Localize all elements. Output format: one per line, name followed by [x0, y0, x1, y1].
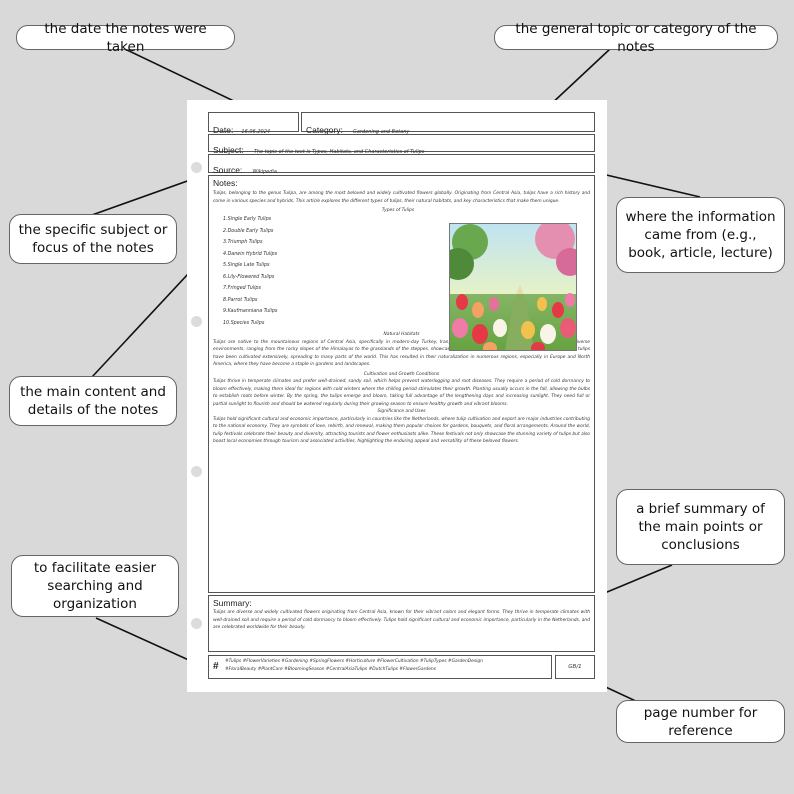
source-label: Source: — [213, 165, 243, 175]
notes-label: Notes: — [213, 178, 238, 188]
binder-hole — [191, 618, 202, 629]
cultivation-heading: Cultivation and Growth Conditions — [363, 371, 440, 377]
subject-box: Subject: The topic of the text is Types,… — [208, 134, 595, 155]
habitats-text: Tulips are native to the mountainous reg… — [213, 339, 590, 368]
summary-text: Tulips are diverse and widely cultivated… — [213, 610, 590, 630]
list-item: 5.Single Late Tulips — [223, 263, 270, 268]
callout-summary: a brief summary of the main points or co… — [616, 489, 785, 565]
tags-box: # #Tulips #FlowerVarieties #Gardening #S… — [208, 655, 552, 679]
callout-date: the date the notes were taken — [16, 21, 235, 55]
source-value: Wikipedia — [252, 169, 277, 175]
subject-label: Subject: — [213, 145, 244, 155]
list-item: 7.Fringed Tulips — [223, 286, 261, 291]
significance-heading: Significance and Uses — [377, 409, 426, 414]
date-label: Date: — [213, 125, 234, 135]
callout-source-text: where the information came from (e.g., b… — [625, 209, 776, 261]
callout-category-text: the general topic or category of the not… — [515, 20, 757, 55]
list-item: 3.Triumph Tulips — [223, 240, 263, 245]
category-label: Category: — [306, 125, 343, 135]
source-box: Source: Wikipedia — [208, 154, 595, 175]
tulip-types-list: 1.Single Early Tulips 2.Double Early Tul… — [223, 214, 277, 329]
callout-page: page number for reference — [616, 700, 785, 743]
binder-hole — [191, 466, 202, 477]
callout-page-text: page number for reference — [643, 704, 758, 739]
notes-intro: Tulips, belonging to the genus Tulipa, a… — [213, 191, 590, 204]
category-box: Category: Gardening and Botany — [301, 112, 595, 135]
callout-notes: the main content and details of the note… — [9, 376, 177, 426]
callout-tags-text: to facilitate easier searching and organ… — [33, 560, 157, 612]
subject-value: The topic of the text is Types, Habitats… — [253, 149, 425, 155]
callout-tags: to facilitate easier searching and organ… — [11, 555, 179, 617]
types-section: Types of Tulips 1.Single Early Tulips 2.… — [213, 207, 590, 331]
habitats-heading: Natural Habitats — [383, 332, 420, 337]
tulip-garden-illustration — [449, 223, 577, 351]
significance-text: Tulips hold significant cultural and eco… — [213, 416, 590, 445]
tags-line-2: #FloralBeauty #PlantCare #BloomingSeason… — [225, 666, 436, 672]
callout-subject: the specific subject or focus of the not… — [9, 214, 177, 264]
callout-notes-text: the main content and details of the note… — [20, 384, 166, 418]
list-item: 10.Species Tulips — [223, 320, 265, 326]
note-sheet: Date: 16.06.2024 Category: Gardening and… — [187, 100, 607, 692]
callout-subject-text: the specific subject or focus of the not… — [18, 222, 168, 256]
date-box: Date: 16.06.2024 — [208, 112, 299, 135]
callout-source: where the information came from (e.g., b… — [616, 197, 785, 273]
list-item: 8.Parrot Tulips — [223, 297, 258, 303]
types-heading: Types of Tulips — [381, 208, 415, 213]
callout-date-text: the date the notes were taken — [44, 20, 207, 55]
page-number-box: GB/1 — [555, 655, 595, 679]
tags-line-1: #Tulips #FlowerVarieties #Gardening #Spr… — [225, 659, 483, 664]
list-item: 9.Kaufmanniana Tulips — [223, 309, 278, 314]
callout-category: the general topic or category of the not… — [494, 21, 778, 55]
list-item: 1.Single Early Tulips — [223, 217, 272, 222]
summary-label: Summary: — [213, 598, 252, 608]
callout-summary-text: a brief summary of the main points or co… — [636, 501, 765, 553]
list-item: 2.Double Early Tulips — [223, 228, 274, 234]
list-item: 4.Darwin Hybrid Tulips — [223, 251, 278, 257]
summary-box: Summary: Tulips are diverse and widely c… — [208, 595, 595, 652]
binder-hole — [191, 316, 202, 327]
binder-hole — [191, 162, 202, 173]
hash-icon: # — [213, 661, 219, 672]
category-value: Gardening and Botany — [352, 129, 410, 135]
list-item: 6.Lily-Flowered Tulips — [223, 274, 275, 280]
cultivation-text: Tulips thrive in temperate climates and … — [213, 379, 590, 407]
page-number: GB/1 — [568, 664, 582, 670]
date-value: 16.06.2024 — [241, 129, 271, 135]
